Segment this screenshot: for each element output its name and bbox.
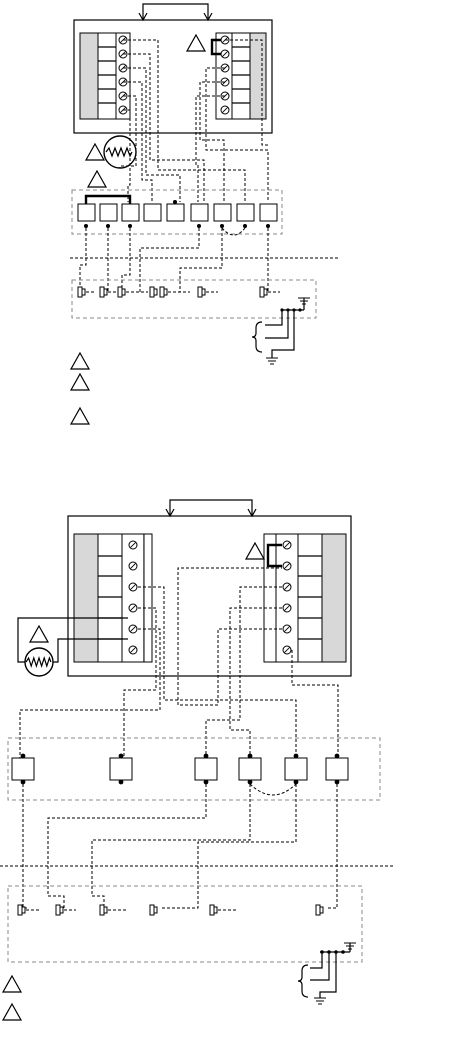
left-terminal-strip-2	[74, 534, 152, 662]
screw-icon[interactable]	[283, 604, 291, 612]
screw-icon[interactable]	[283, 646, 291, 654]
screw-icon[interactable]	[129, 625, 137, 633]
device-connector-icon	[160, 287, 167, 297]
field-devices-2	[8, 886, 362, 962]
triangle-icon	[30, 626, 48, 642]
ground-icon	[266, 358, 278, 364]
device-connector-icon	[210, 905, 217, 915]
triangle-icon	[88, 171, 106, 187]
triangle-icon	[71, 374, 89, 390]
screw-icon[interactable]	[129, 604, 137, 612]
screw-icon[interactable]	[283, 625, 291, 633]
diagram-1	[70, 4, 340, 424]
power-lead	[170, 500, 252, 516]
left-terminal-strip	[80, 33, 130, 119]
device-connector-icon	[260, 287, 267, 297]
screw-icon[interactable]	[283, 541, 291, 549]
device-connector-icon	[118, 287, 125, 297]
triangle-icon	[71, 408, 89, 424]
terminal-block-2	[8, 738, 380, 800]
triangle-icon	[246, 543, 264, 559]
diagram-2	[0, 500, 395, 1020]
screw-icon[interactable]	[129, 583, 137, 591]
device-connector-icon	[78, 287, 85, 297]
triangle-icon	[187, 35, 205, 51]
screw-icon[interactable]	[283, 583, 291, 591]
screw-icon[interactable]	[221, 106, 229, 114]
screw-icon[interactable]	[129, 646, 137, 654]
power-lead	[143, 4, 208, 20]
device-connector-icon	[316, 905, 323, 915]
right-terminal-strip-2	[246, 534, 346, 662]
thermistor-icon	[25, 648, 53, 676]
device-connector-icon	[18, 905, 25, 915]
ground-bundle-1	[252, 298, 310, 364]
device-connector-icon	[100, 905, 107, 915]
screw-icon[interactable]	[221, 50, 229, 58]
triangle-icon	[71, 353, 89, 369]
ground-icon	[314, 998, 326, 1004]
screw-icon[interactable]	[129, 562, 137, 570]
triangle-icon	[3, 1004, 21, 1020]
screw-icon[interactable]	[129, 541, 137, 549]
device-connector-icon	[150, 287, 157, 297]
device-connector-icon	[56, 905, 63, 915]
triangle-icon	[86, 144, 104, 160]
device-connector-icon	[100, 287, 107, 297]
terminal-block-1	[72, 190, 282, 235]
right-terminal-strip	[187, 33, 266, 119]
device-connector-icon	[150, 905, 157, 915]
screw-icon[interactable]	[283, 562, 291, 570]
field-devices-1	[72, 280, 316, 318]
device-connector-icon	[198, 287, 205, 297]
triangle-icon	[3, 976, 21, 992]
ground-bundle-2	[298, 943, 356, 1004]
